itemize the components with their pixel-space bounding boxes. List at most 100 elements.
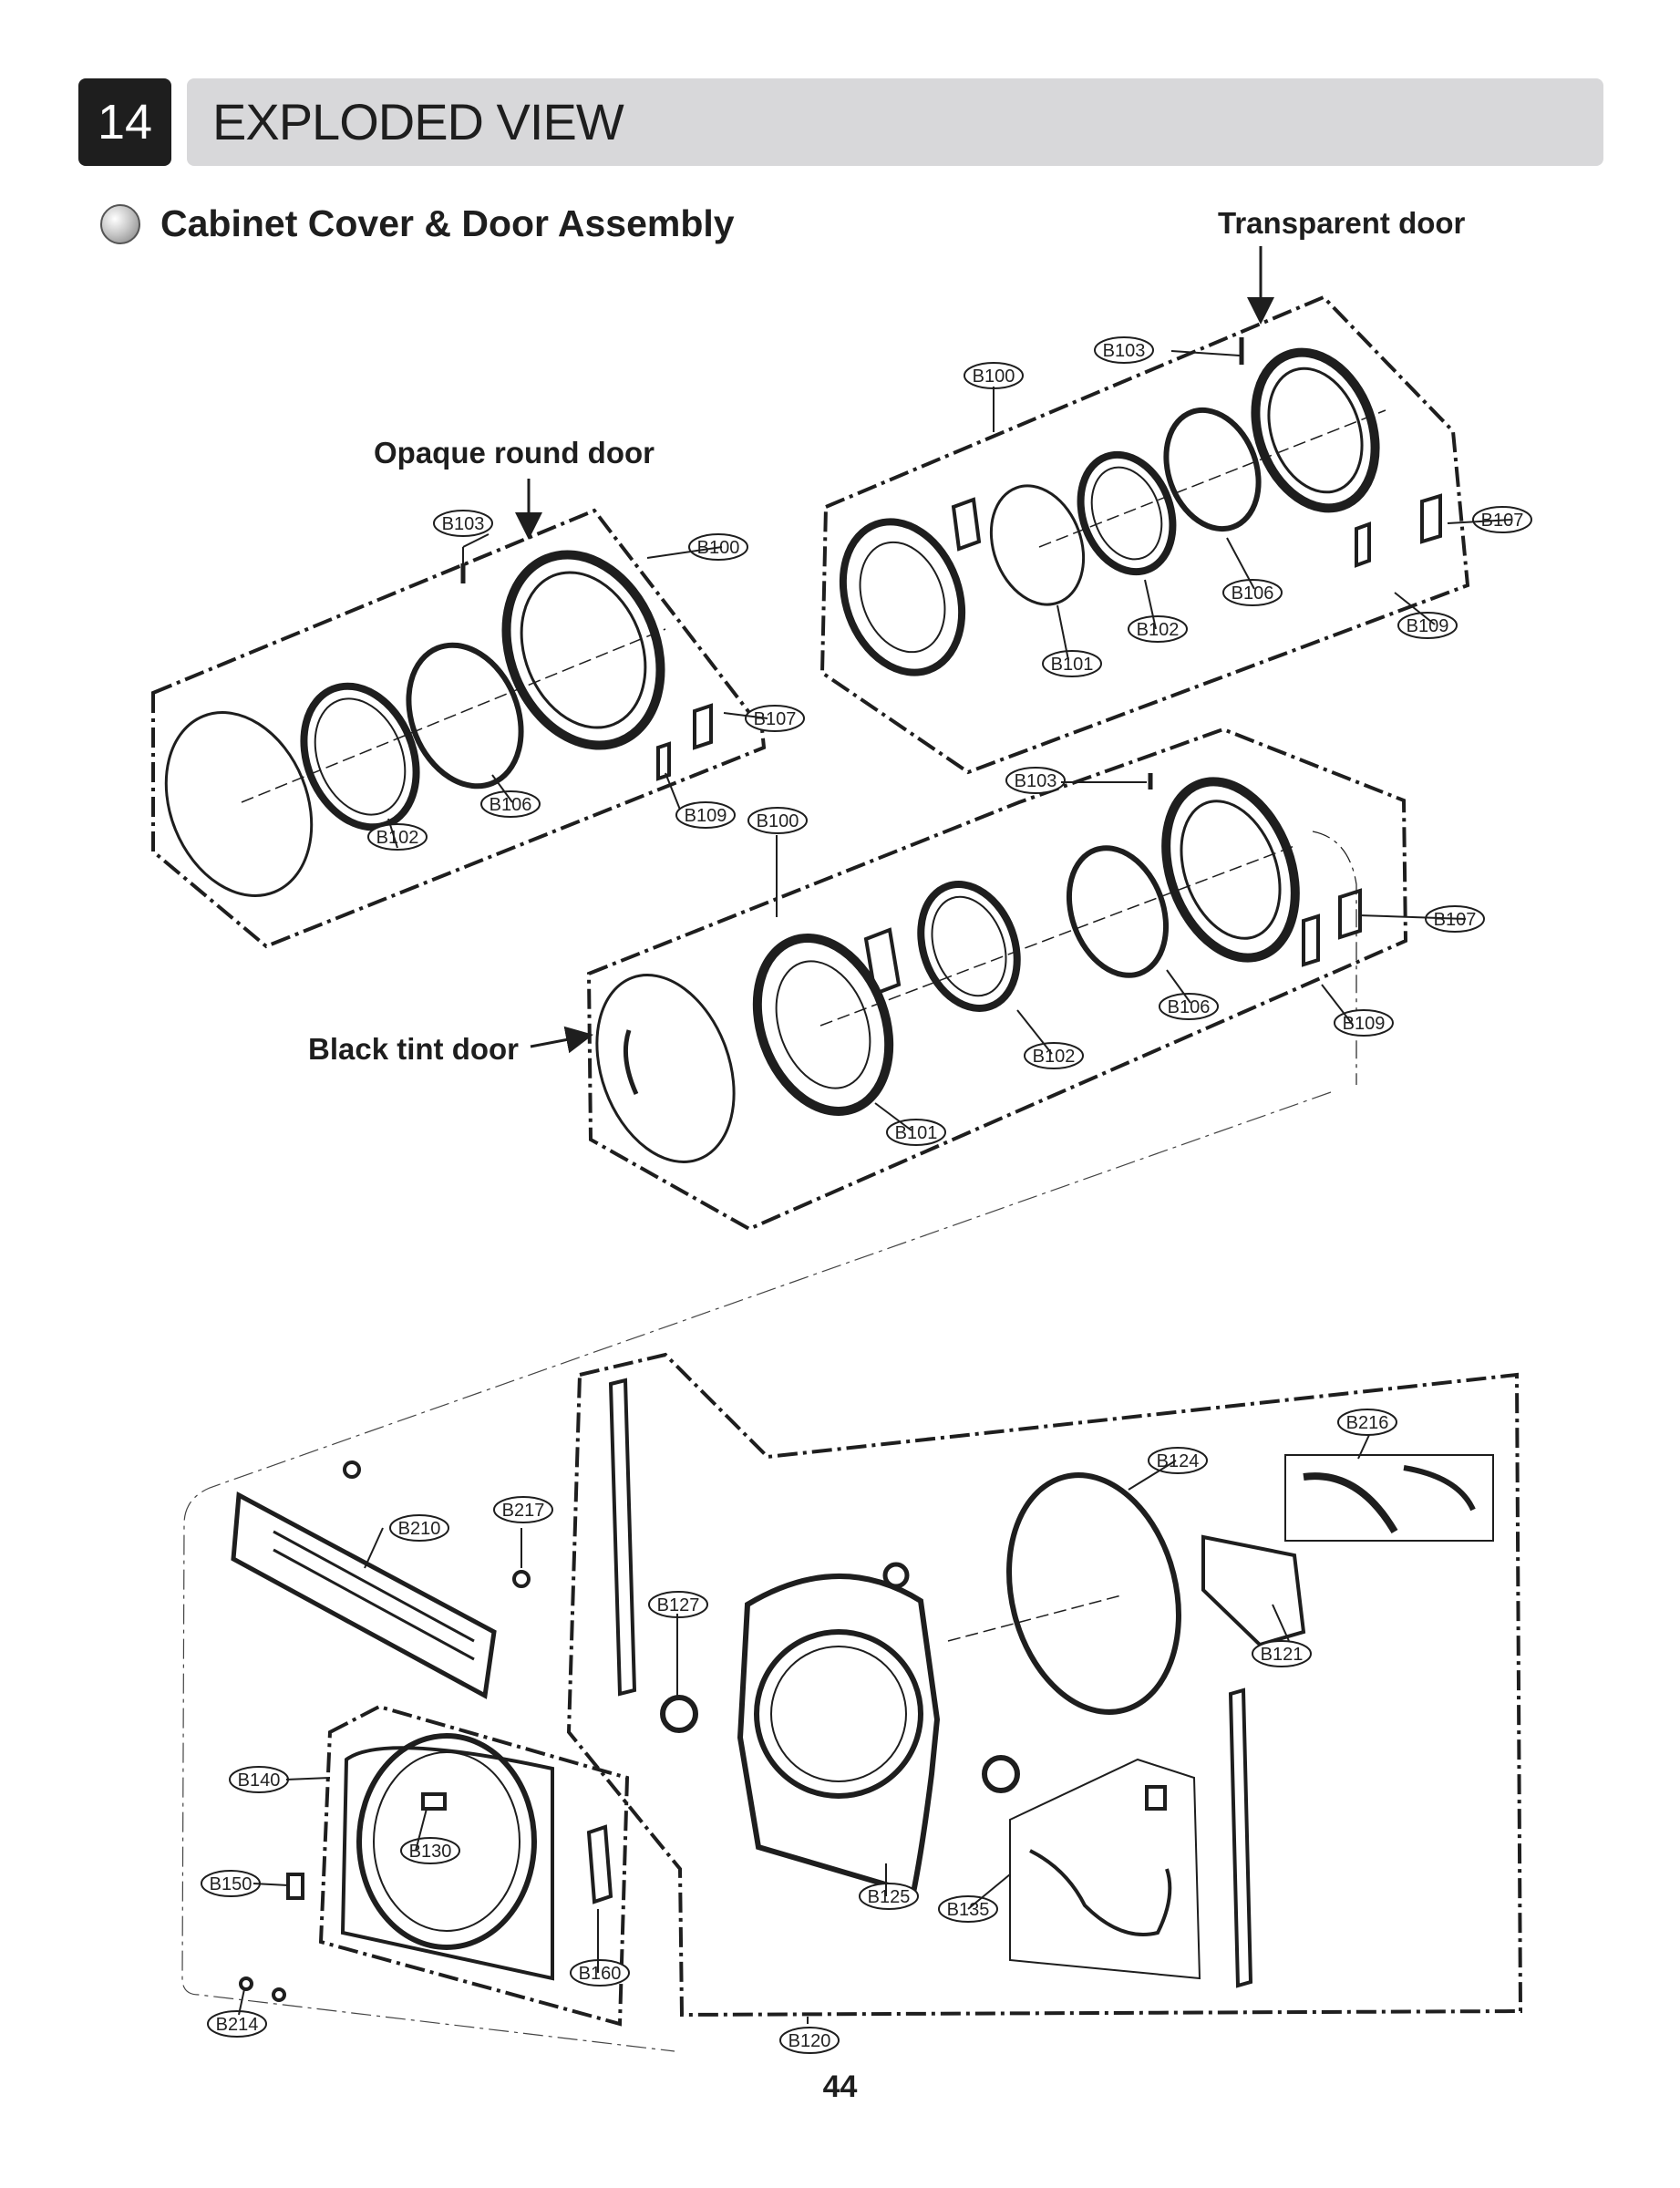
callout-b102: B102 [1024,1042,1084,1069]
callout-label: B217 [502,1501,545,1521]
callout-ellipse [389,1514,449,1542]
callout-b103: B103 [433,510,493,537]
callout-ellipse [400,1837,460,1864]
callout-ellipse [1397,612,1458,639]
cabinet-cover-group [566,1352,1523,2018]
callout-label: B102 [1137,620,1180,640]
transparent-door-group [819,294,1470,775]
callout-b102: B102 [1128,615,1188,643]
callout-label: B125 [868,1887,911,1907]
arrow-black-tint-door [530,1026,593,1054]
callout-b130: B130 [400,1837,460,1864]
callout-ellipse [747,807,808,834]
callout-ellipse [1159,993,1219,1020]
callout-b100: B100 [964,362,1024,389]
callout-b120: B120 [779,2027,840,2054]
callout-ellipse [493,1496,553,1523]
label-opaque-round-door: Opaque round door [374,436,654,470]
callout-label: B106 [1232,583,1274,604]
callout-ellipse [1148,1447,1208,1474]
callout-label: B160 [579,1964,622,1984]
callout-ellipse [675,801,736,829]
callout-b109: B109 [1334,1009,1394,1037]
callout-ellipse [1337,1409,1397,1436]
callout-b107: B107 [745,705,805,732]
section-number-badge: 14 [78,78,171,166]
callout-label: B102 [376,828,419,848]
callout-label: B101 [1051,655,1094,675]
callout-ellipse [1024,1042,1084,1069]
callout-label: B107 [1434,910,1477,930]
section-title: EXPLODED VIEW [212,93,624,150]
callout-label: B135 [947,1900,990,1920]
front-panel-group [231,1460,630,2027]
page-subtitle: Cabinet Cover & Door Assembly [160,202,735,244]
callout-b101: B101 [1042,650,1102,677]
bullet-icon [100,204,140,244]
callout-leaders [238,350,1512,2024]
callout-b103: B103 [1005,767,1066,794]
callout-label: B100 [973,366,1015,387]
callout-label: B210 [398,1519,441,1539]
callout-b109: B109 [1397,612,1458,639]
callout-layer: B103B100B107B106B102B109B101B103B100B107… [201,336,1532,2054]
callout-b106: B106 [1159,993,1219,1020]
callout-label: B106 [490,795,532,815]
callout-ellipse [1128,615,1188,643]
callout-b217: B217 [493,1496,553,1523]
callout-label: B109 [685,806,727,826]
callout-label: B101 [895,1123,938,1143]
callout-label: B100 [757,811,799,831]
section-header-bar: EXPLODED VIEW [187,78,1603,166]
callout-b160: B160 [570,1959,630,1987]
callout-ellipse [1252,1640,1312,1667]
callout-ellipse [367,823,428,851]
callout-b106: B106 [480,790,541,818]
callout-b109: B109 [675,801,736,829]
callout-ellipse [859,1883,919,1910]
callout-label: B103 [1103,341,1146,361]
callout-label: B109 [1407,616,1449,636]
callout-label: B120 [788,2031,831,2051]
label-transparent-door: Transparent door [1218,206,1466,240]
callout-label: B106 [1168,997,1211,1017]
callout-b103: B103 [1094,336,1154,364]
callout-label: B121 [1261,1645,1304,1665]
callout-label: B109 [1343,1014,1386,1034]
callout-ellipse [1334,1009,1394,1037]
callout-label: B107 [754,709,797,729]
opaque-door-group [151,508,767,949]
callout-b214: B214 [207,2010,267,2038]
assembly-leader-line [181,1091,1332,2052]
callout-ellipse [886,1119,946,1146]
callout-label: B214 [216,2015,259,2035]
callout-ellipse [433,510,493,537]
callout-b210: B210 [389,1514,449,1542]
callout-ellipse [480,790,541,818]
callout-b150: B150 [201,1870,261,1897]
callout-ellipse [570,1959,630,1987]
callout-b102: B102 [367,823,428,851]
label-black-tint-door: Black tint door [308,1032,520,1066]
callout-b127: B127 [648,1591,708,1618]
callout-ellipse [1222,579,1283,606]
callout-b125: B125 [859,1883,919,1910]
callout-b140: B140 [229,1766,289,1793]
callout-b101: B101 [886,1119,946,1146]
callout-label: B140 [238,1770,281,1791]
callout-b121: B121 [1252,1640,1312,1667]
callout-label: B130 [409,1842,452,1862]
callout-label: B150 [210,1874,253,1894]
callout-ellipse [1005,767,1066,794]
callout-b100: B100 [747,807,808,834]
callout-label: B102 [1033,1047,1076,1067]
callout-b124: B124 [1148,1447,1208,1474]
callout-b106: B106 [1222,579,1283,606]
callout-ellipse [745,705,805,732]
callout-label: B103 [442,514,485,534]
callout-ellipse [207,2010,267,2038]
callout-label: B127 [657,1595,700,1615]
callout-ellipse [779,2027,840,2054]
callout-label: B103 [1015,771,1057,791]
